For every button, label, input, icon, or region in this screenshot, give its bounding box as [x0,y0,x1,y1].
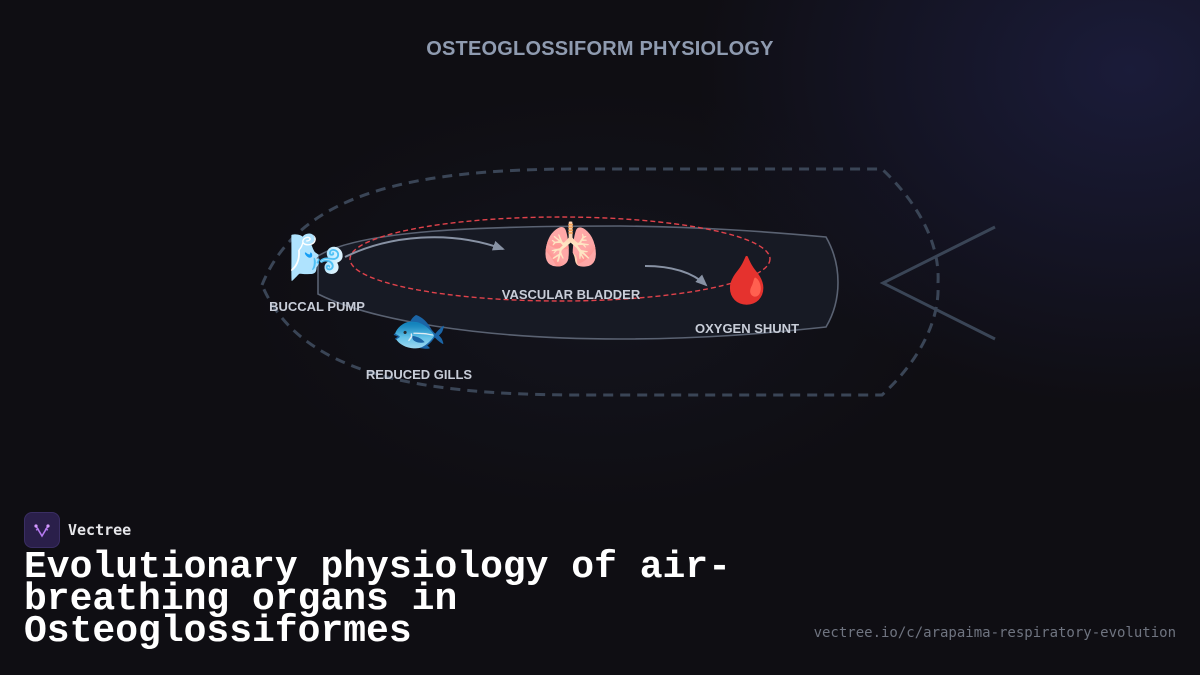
brand: Vectree [24,512,131,548]
arrow-buccal-to-bladder [344,236,505,258]
source-url[interactable]: vectree.io/c/arapaima-respiratory-evolut… [813,625,1176,641]
fish-outline [260,167,940,397]
vectree-logo-icon [24,512,60,548]
fish-icon: 🐟 [390,304,448,356]
wind-blowing-face-icon: 🌬️ [288,231,346,283]
buccal-pump-label: BUCCAL PUMP [269,299,365,314]
fish-tail [879,225,996,341]
diagram-title: OSTEOGLOSSIFORM PHYSIOLOGY [426,38,774,60]
headline: Evolutionary physiology of air-breathing… [24,546,731,653]
lungs-icon: 🫁 [542,219,600,271]
bladder-highlight [349,216,771,302]
oxygen-shunt-label: OXYGEN SHUNT [694,321,800,336]
arrow-bladder-to-shunt [644,265,708,287]
blood-drop-icon: 🩸 [718,254,776,306]
inner-body [317,225,839,340]
brand-name: Vectree [68,521,132,539]
reduced-gills-label: REDUCED GILLS [365,367,473,382]
vascular-bladder-label: VASCULAR BLADDER [501,287,641,302]
